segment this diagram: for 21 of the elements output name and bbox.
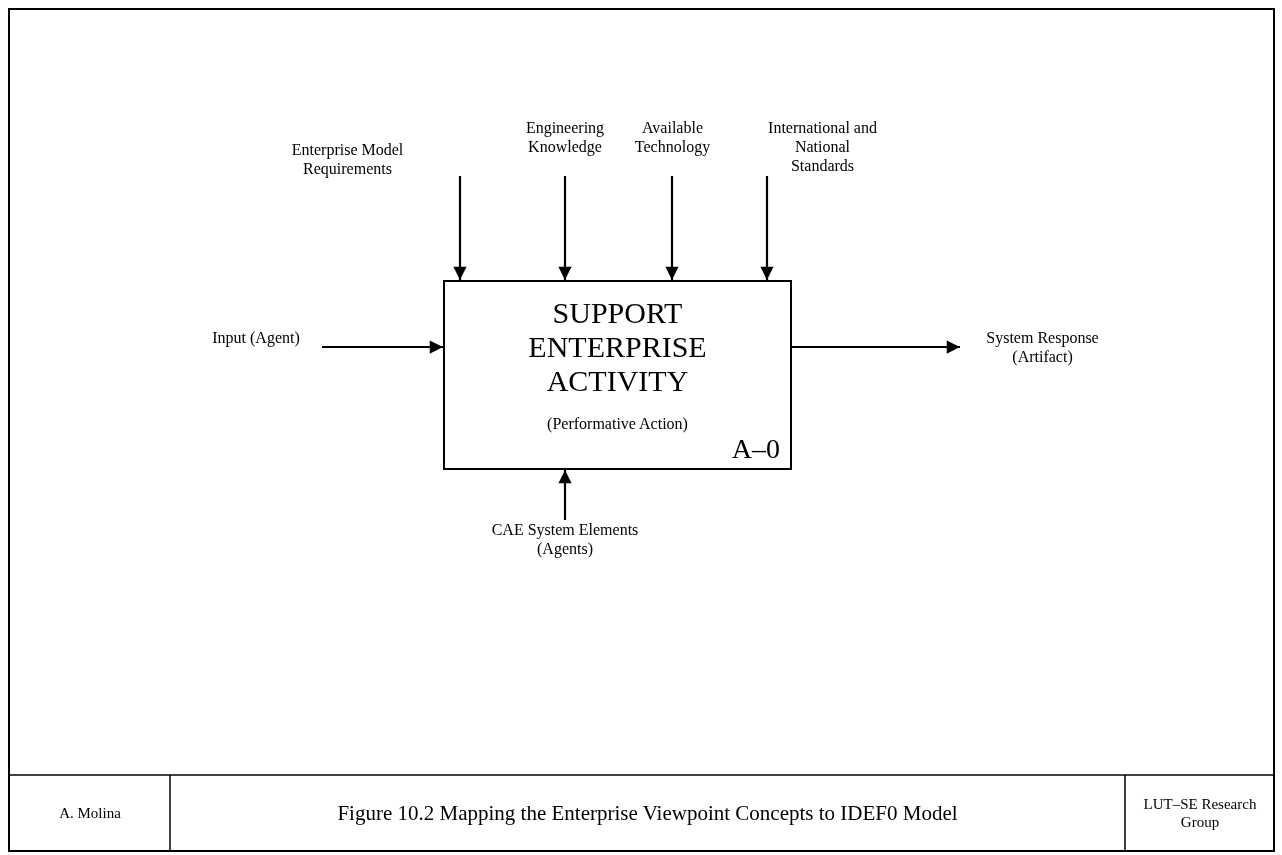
arrow-label: Engineering Knowledge xyxy=(524,118,606,156)
activity-title: SUPPORT ENTERPRISE ACTIVITY xyxy=(527,296,708,398)
arrow xyxy=(322,340,443,354)
arrow xyxy=(792,340,960,354)
arrow xyxy=(760,176,774,280)
organization-name: LUT–SE Research Group xyxy=(1142,796,1258,831)
arrow-label: Enterprise Model Requirements xyxy=(290,140,405,178)
arrow-label: Available Technology xyxy=(633,118,712,156)
arrow-label: International and National Standards xyxy=(767,118,878,175)
author-name: A. Molina xyxy=(59,804,121,823)
figure-caption: Figure 10.2 Mapping the Enterprise Viewpoint Concepts to IDEF0 Model xyxy=(337,801,958,826)
arrow-label: Input (Agent) xyxy=(211,328,301,347)
arrow-label: CAE System Elements (Agents) xyxy=(490,520,640,558)
arrow xyxy=(665,176,679,280)
arrow xyxy=(558,470,572,520)
arrow-label: System Response (Artifact) xyxy=(985,328,1100,366)
arrow xyxy=(453,176,467,280)
activity-box xyxy=(443,280,792,470)
node-number: A–0 xyxy=(731,434,780,464)
arrow xyxy=(558,176,572,280)
activity-subtitle: (Performative Action) xyxy=(546,414,689,433)
